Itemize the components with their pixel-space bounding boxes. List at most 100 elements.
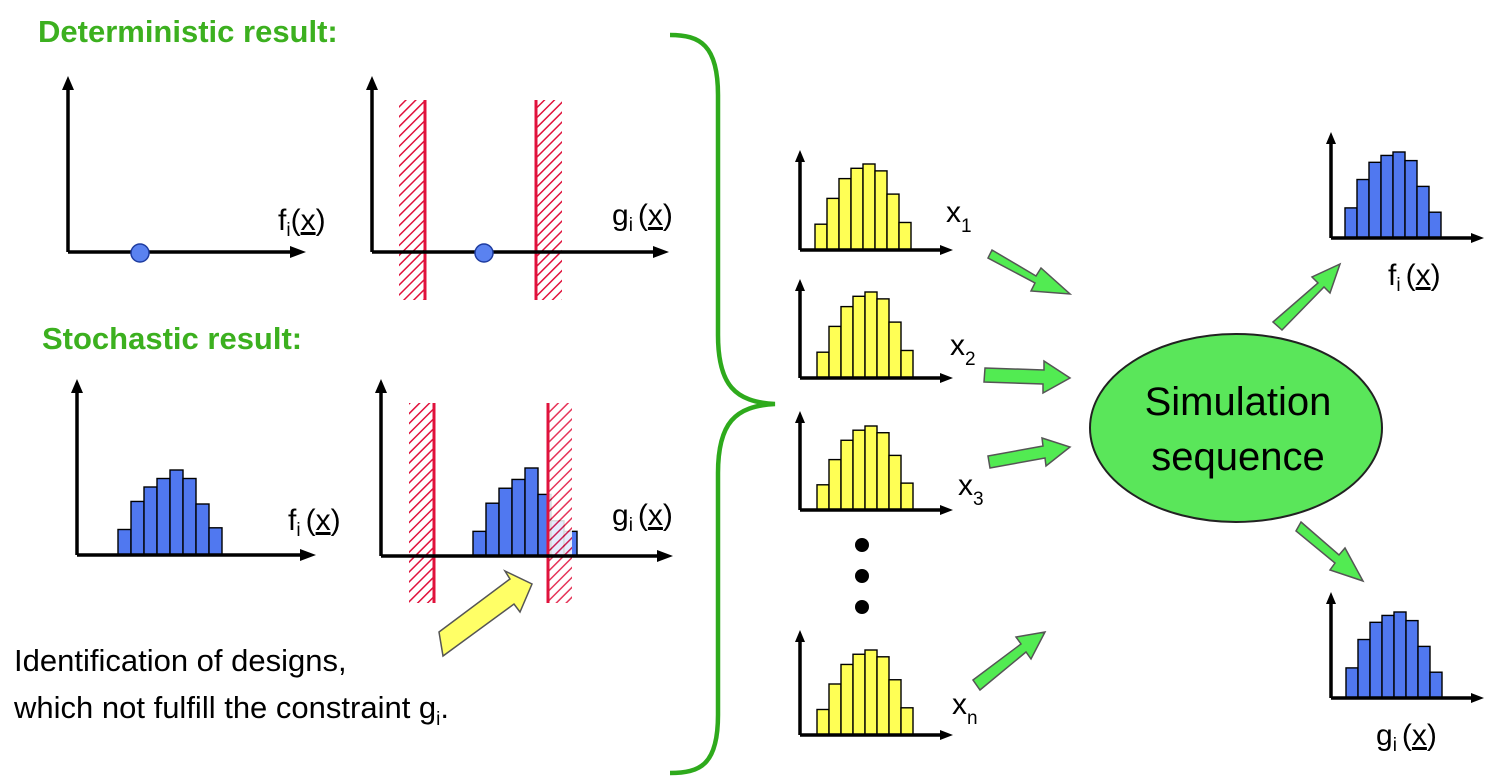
input-histogram-bar — [888, 454, 902, 511]
stochastic-f-histogram-bar — [117, 528, 132, 556]
x-axis-arrowhead — [657, 550, 673, 562]
stochastic-heading: Stochastic result: — [42, 321, 302, 356]
output-g-histogram: gi(x) — [1326, 592, 1484, 756]
x-axis-arrowhead — [653, 246, 669, 258]
stochastic-g-histogram-bar — [511, 478, 526, 557]
simulation-label-line-2: sequence — [1151, 435, 1324, 479]
output-histogram-bar — [1416, 185, 1430, 239]
g-function-label: gi(x) — [612, 499, 673, 536]
stochastic-f-histogram-bar — [208, 527, 223, 556]
simulation-label-line-1: Simulation — [1145, 380, 1332, 424]
input-label-1: x1 — [946, 196, 972, 237]
input-histogram-1: x1 — [795, 150, 972, 255]
output-histogram-bar — [1356, 178, 1370, 239]
input-histogram-3: x3 — [795, 411, 984, 515]
input-arrow-3 — [987, 436, 1072, 469]
input-histogram-bar — [816, 708, 830, 736]
constraint-band-right — [536, 100, 562, 300]
x-axis-arrowhead — [940, 245, 953, 255]
input-histogram-bar — [828, 325, 842, 379]
constraint-band-left — [409, 403, 434, 603]
y-axis-arrowhead — [71, 379, 83, 393]
output-histogram-bar — [1393, 611, 1407, 699]
input-histogram-bar — [900, 349, 914, 379]
design-point — [130, 243, 150, 263]
constraint-band-left — [399, 100, 425, 300]
input-histogram-bar — [852, 429, 866, 511]
ellipsis-dots — [855, 538, 869, 614]
identification-arrow — [438, 569, 533, 658]
input-histogram-bar — [852, 295, 866, 379]
deterministic-heading: Deterministic result: — [38, 14, 338, 49]
stochastic-f-plot: fi(x) — [71, 379, 341, 561]
y-axis-arrowhead — [795, 411, 805, 423]
y-axis-arrowhead — [1326, 592, 1336, 604]
input-histogram-2: x2 — [795, 279, 976, 383]
input-histogram-bar — [850, 167, 864, 251]
input-histogram-bar — [864, 425, 878, 511]
input-histogram-bar — [888, 321, 902, 379]
simulation-sequence-node — [1089, 333, 1383, 523]
note-line-1: Identification of designs, — [14, 643, 347, 678]
output-g-label: gi(x) — [1376, 719, 1437, 756]
output-f-histogram: fi(x) — [1326, 132, 1484, 296]
output-histogram-bar — [1405, 619, 1419, 699]
constraint-band-right — [548, 403, 572, 603]
input-histogram-bar — [888, 679, 902, 736]
stochastic-g-histogram-bar — [485, 502, 500, 557]
input-label-3: x3 — [958, 469, 984, 510]
g-function-label: gi(x) — [612, 199, 673, 236]
x-axis-arrowhead — [1471, 233, 1484, 243]
input-histogram-bar — [816, 351, 830, 379]
input-histogram-bar — [876, 656, 890, 736]
input-label-2: x2 — [950, 329, 976, 370]
grouping-brace — [669, 32, 776, 776]
stochastic-g-plot: gi(x) — [375, 379, 673, 603]
f-function-label: fi(x) — [288, 504, 341, 541]
design-point — [474, 243, 494, 263]
input-histogram-n: xn — [795, 630, 978, 740]
input-histogram-bar — [876, 298, 890, 379]
input-histogram-bar — [900, 482, 914, 511]
x-axis-arrowhead — [300, 549, 316, 561]
stochastic-f-histogram-bar — [130, 500, 145, 556]
output-histogram-bar — [1345, 667, 1359, 699]
input-histogram-bar — [840, 305, 854, 379]
output-histogram-bar — [1428, 211, 1442, 239]
y-axis-arrowhead — [795, 630, 805, 642]
note-line-2: which not fulfill the constraint gi. — [13, 690, 449, 730]
stochastic-f-histogram-bar — [195, 503, 210, 556]
y-axis-arrowhead — [366, 76, 378, 90]
output-histogram-bar — [1380, 154, 1394, 239]
y-axis-arrowhead — [795, 279, 805, 291]
f-function-label: fi(x) — [278, 204, 326, 241]
input-histogram-bar — [826, 197, 840, 251]
stochastic-f-histogram-bar — [156, 477, 171, 556]
input-arrow-1 — [987, 248, 1073, 295]
y-axis-arrowhead — [62, 76, 74, 90]
output-f-label: fi(x) — [1388, 259, 1441, 296]
input-arrow-2 — [983, 359, 1072, 395]
stochastic-g-histogram-bar — [524, 467, 539, 557]
input-histogram-bar — [814, 223, 828, 251]
x-axis-arrowhead — [940, 373, 953, 383]
ellipsis-dot — [855, 569, 869, 583]
input-histogram-bar — [864, 649, 878, 736]
output-histogram-bar — [1404, 159, 1418, 239]
output-histogram-bar — [1392, 151, 1406, 239]
deterministic-f-plot: fi(x) — [62, 76, 326, 263]
deterministic-g-plot: gi(x) — [366, 76, 673, 300]
input-histogram-bar — [828, 683, 842, 736]
output-histogram-bar — [1344, 207, 1358, 239]
output-histogram-bar — [1417, 645, 1431, 699]
input-histogram-bar — [828, 458, 842, 511]
input-histogram-bar — [840, 439, 854, 511]
input-histogram-bar — [838, 177, 852, 251]
input-histogram-bar — [816, 484, 830, 511]
y-axis-arrowhead — [795, 150, 805, 162]
input-histogram-bar — [876, 432, 890, 511]
stochastic-f-histogram-bar — [169, 469, 184, 556]
x-axis-arrowhead — [290, 246, 306, 258]
stochastic-g-histogram-bar — [472, 530, 487, 557]
